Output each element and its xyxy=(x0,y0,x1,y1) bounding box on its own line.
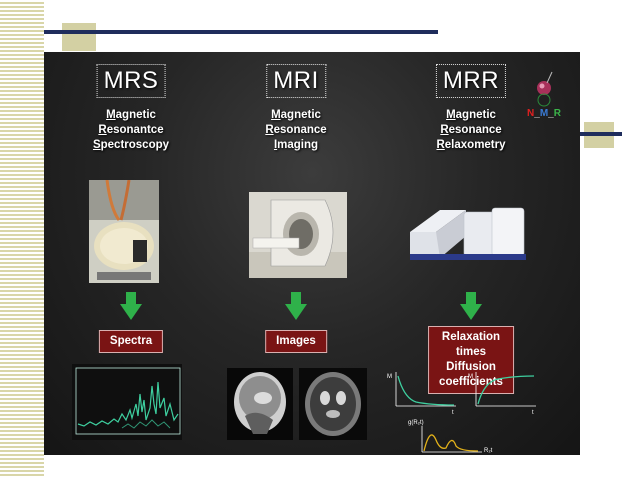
label-spectra: Spectra xyxy=(98,330,164,353)
name-mrs-line3: Spectroscopy xyxy=(92,139,170,151)
nmr-r: R xyxy=(553,108,561,119)
relaxation-plots: M t M t g(R₂t) R₂t xyxy=(387,372,536,454)
arrow-down-icon xyxy=(120,292,142,320)
name-mri-line2: Resonance xyxy=(265,124,327,136)
acronym-mrr: MRR xyxy=(435,64,507,98)
plot3-ylabel: g(R₂t) xyxy=(408,420,424,426)
name-mrs: Magnetic Resonantce Spectroscopy xyxy=(46,108,216,153)
plot3-xlabel: R₂t xyxy=(484,448,493,454)
name-mri-line3: Imaging xyxy=(273,139,319,151)
nmr-m: M xyxy=(539,108,549,119)
mri-scanner-photo xyxy=(249,192,347,278)
plot1-ylabel: M xyxy=(387,374,392,380)
spectra-plot xyxy=(72,364,182,440)
arrow-down-icon xyxy=(285,292,307,320)
nmr-n: N xyxy=(527,108,535,119)
plot2-ylabel: M xyxy=(468,374,473,380)
slide-corner-block xyxy=(62,23,96,51)
name-mrr-line1: Magnetic xyxy=(446,109,496,121)
name-mrr: Magnetic Resonance Relaxometry xyxy=(386,108,556,153)
atom-icon xyxy=(537,71,553,107)
slide-top-rule xyxy=(44,30,438,34)
label-images: Images xyxy=(265,330,327,353)
name-mrr-line2: Resonance xyxy=(440,124,502,136)
name-mrr-line3: Relaxometry xyxy=(436,139,506,151)
mrs-spectrometer-photo xyxy=(89,180,159,283)
relaxometer-photo xyxy=(410,207,526,260)
nmr-logo: N_M_R xyxy=(514,64,574,124)
acronym-mrs: MRS xyxy=(96,64,166,98)
name-mrs-line2: Resonantce xyxy=(98,124,164,136)
arrow-down-icon xyxy=(460,292,482,320)
nmr-letters: N_M_R xyxy=(527,108,561,119)
acronym-mri: MRI xyxy=(266,64,326,98)
plot1-xlabel: t xyxy=(452,410,454,416)
mri-brain-images xyxy=(227,368,367,440)
name-mri-line1: Magnetic xyxy=(271,109,321,121)
diagram-panel: N_M_R MRS Magnetic Resonantce Spectrosco… xyxy=(44,52,580,455)
plot2-xlabel: t xyxy=(532,410,534,416)
slide-right-rule xyxy=(580,132,622,136)
name-mrs-line1: Magnetic xyxy=(106,109,156,121)
slide-left-stripes xyxy=(0,0,44,478)
name-mri: Magnetic Resonance Imaging xyxy=(211,108,381,153)
